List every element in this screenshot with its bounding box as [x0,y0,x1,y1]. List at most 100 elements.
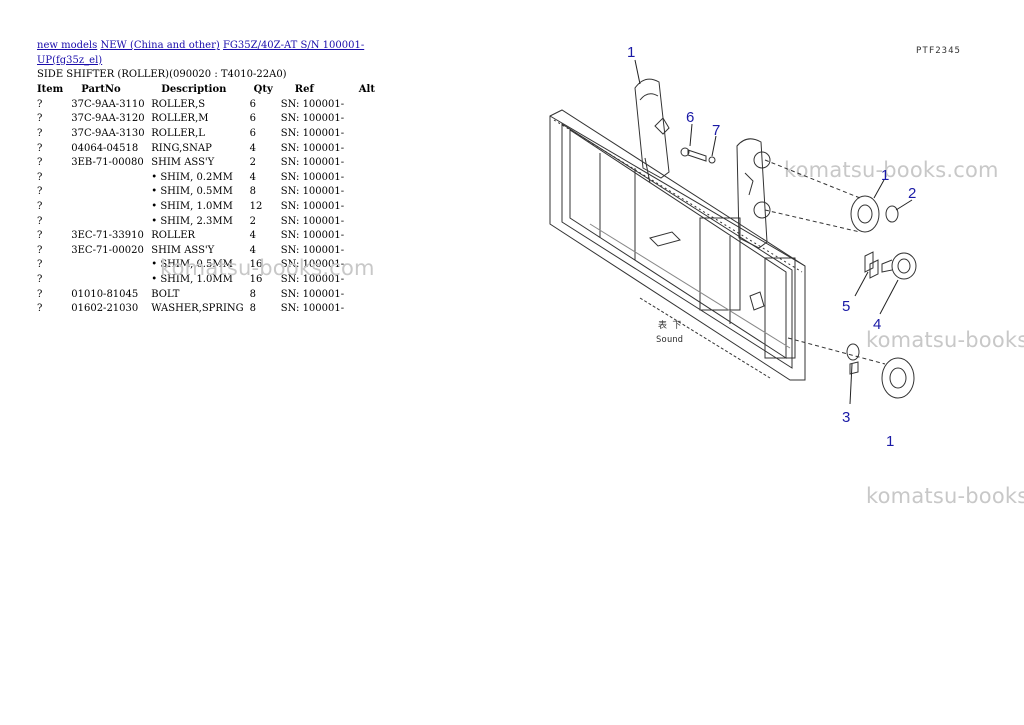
cell-alt [355,288,379,303]
cell-ref: SN: 100001- [280,215,345,227]
breadcrumb-link-model[interactable]: FG35Z/40Z-AT S/N 100001-UP(fg35z_el) [37,40,365,66]
cell-description: SHIM ASS'Y [151,244,215,256]
cell-item: ? [37,200,43,212]
breadcrumb-link-new-models[interactable]: new models [37,40,98,51]
callout-6: 6 [686,109,694,126]
cell-ref: SN: 100001- [280,127,345,139]
watermark: komatsu-books.com [160,256,375,280]
cell-partno [67,200,147,215]
callout-7: 7 [712,122,720,139]
cell-partno: 37C-9AA-3110 [71,98,145,110]
cell-ref: SN: 100001- [280,244,345,256]
shim-stack [864,251,879,279]
cell-item: ? [37,171,43,183]
cell-partno [67,185,147,200]
cell-alt [355,200,379,215]
cell-item: ? [37,142,43,154]
col-header-alt: Alt [358,83,375,95]
cell-description: • SHIM, 1.0MM [151,273,233,285]
diagram-note-line1: 表 下 [658,319,681,331]
cell-item: ? [37,127,43,139]
cell-item: ? [37,98,43,110]
cell-description: ROLLER,L [151,127,205,139]
cell-alt [355,112,379,127]
cell-partno: 3EC-71-00020 [71,244,144,256]
cell-ref: SN: 100001- [280,273,345,285]
cell-partno [67,258,147,273]
table-row: ? • SHIM, 2.3MM 2 SN: 100001- [37,215,379,230]
col-header-description: Description [161,83,227,95]
cell-alt [355,229,379,244]
cell-item: ? [37,215,43,227]
callout-3: 3 [842,409,850,426]
cell-qty: 4 [249,171,257,183]
cell-ref: SN: 100001- [280,259,345,271]
cell-qty: 8 [249,186,257,198]
cell-description: • SHIM, 0.2MM [151,171,233,183]
cell-description: • SHIM, 1.0MM [151,200,233,212]
cell-partno: 37C-9AA-3130 [71,127,145,139]
cell-partno [67,215,147,230]
cell-ref: SN: 100001- [280,200,345,212]
cell-description: • SHIM, 2.3MM [151,215,233,227]
cell-ref: SN: 100001- [280,303,345,315]
diagram-code: PTF2345 [916,46,961,56]
parts-list-panel: new models NEW (China and other) FG35Z/4… [37,39,397,317]
callout-5: 5 [842,298,850,315]
cell-qty: 6 [249,98,257,110]
cell-item: ? [37,244,43,256]
cell-ref: SN: 100001- [280,186,345,198]
parts-table: Item PartNo Description Qty Ref Alt ?37C… [37,83,379,317]
col-header-item: Item [37,83,64,95]
cell-partno [67,171,147,186]
cell-qty: 8 [249,288,257,300]
cell-description: ROLLER [151,230,196,242]
bolt-and-washer [680,147,716,164]
cell-item: ? [37,288,43,300]
cell-alt [355,127,379,142]
cell-alt [355,302,379,317]
cell-alt [355,156,379,171]
cell-alt [355,185,379,200]
cell-qty: 4 [249,142,257,154]
cell-item: ? [37,259,43,271]
callout-1: 1 [627,44,635,61]
table-header-row: Item PartNo Description Qty Ref Alt [37,83,379,98]
callout-1c: 1 [886,433,894,450]
callout-leaders [634,59,913,405]
cell-alt [355,171,379,186]
cell-partno: 01602-21030 [71,303,139,315]
callout-4: 4 [873,316,881,333]
cell-partno [67,273,147,288]
cell-qty: 8 [249,303,257,315]
watermark: komatsu-books.com [784,158,999,182]
cell-qty: 16 [249,259,263,271]
col-header-qty: Qty [253,83,273,95]
cell-qty: 2 [249,215,257,227]
cell-partno: 37C-9AA-3120 [71,113,145,125]
cell-description: RING,SNAP [151,142,212,154]
col-header-ref: Ref [294,83,314,95]
roller-upper [764,159,880,233]
side-shifter-frame [549,109,806,381]
cell-description: WASHER,SPRING [151,303,244,315]
breadcrumb: new models NEW (China and other) FG35Z/4… [37,39,397,68]
breadcrumb-link-region[interactable]: NEW (China and other) [100,40,220,51]
snap-ring-upper [885,205,899,223]
snap-ring-lower [846,343,860,375]
cell-partno: 01010-81045 [71,288,139,300]
cell-item: ? [37,157,43,169]
table-row: ? • SHIM, 0.5MM 16 SN: 100001- [37,258,379,273]
cell-qty: 16 [249,273,263,285]
cell-description: • SHIM, 0.5MM [151,259,233,271]
